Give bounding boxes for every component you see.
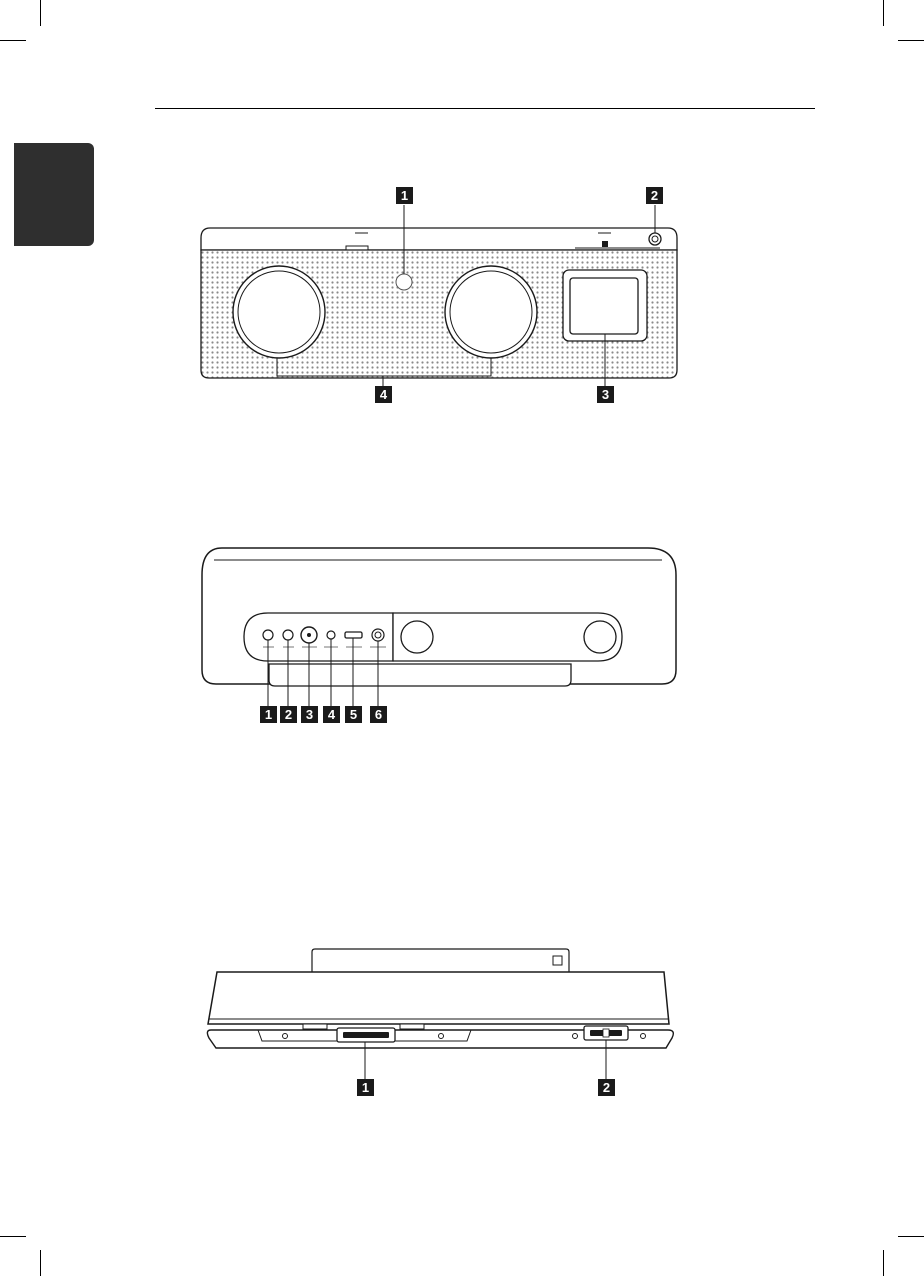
crop-mark-bottom-right-v bbox=[883, 1250, 884, 1276]
crop-mark-bottom-left-h bbox=[0, 1236, 26, 1237]
bottom-callout-2: 2 bbox=[598, 1079, 615, 1096]
bottom-view-illustration bbox=[0, 0, 924, 1100]
bottom-callout-1: 1 bbox=[357, 1079, 374, 1096]
crop-mark-bottom-left-v bbox=[40, 1250, 41, 1276]
crop-mark-bottom-right-h bbox=[898, 1236, 924, 1237]
